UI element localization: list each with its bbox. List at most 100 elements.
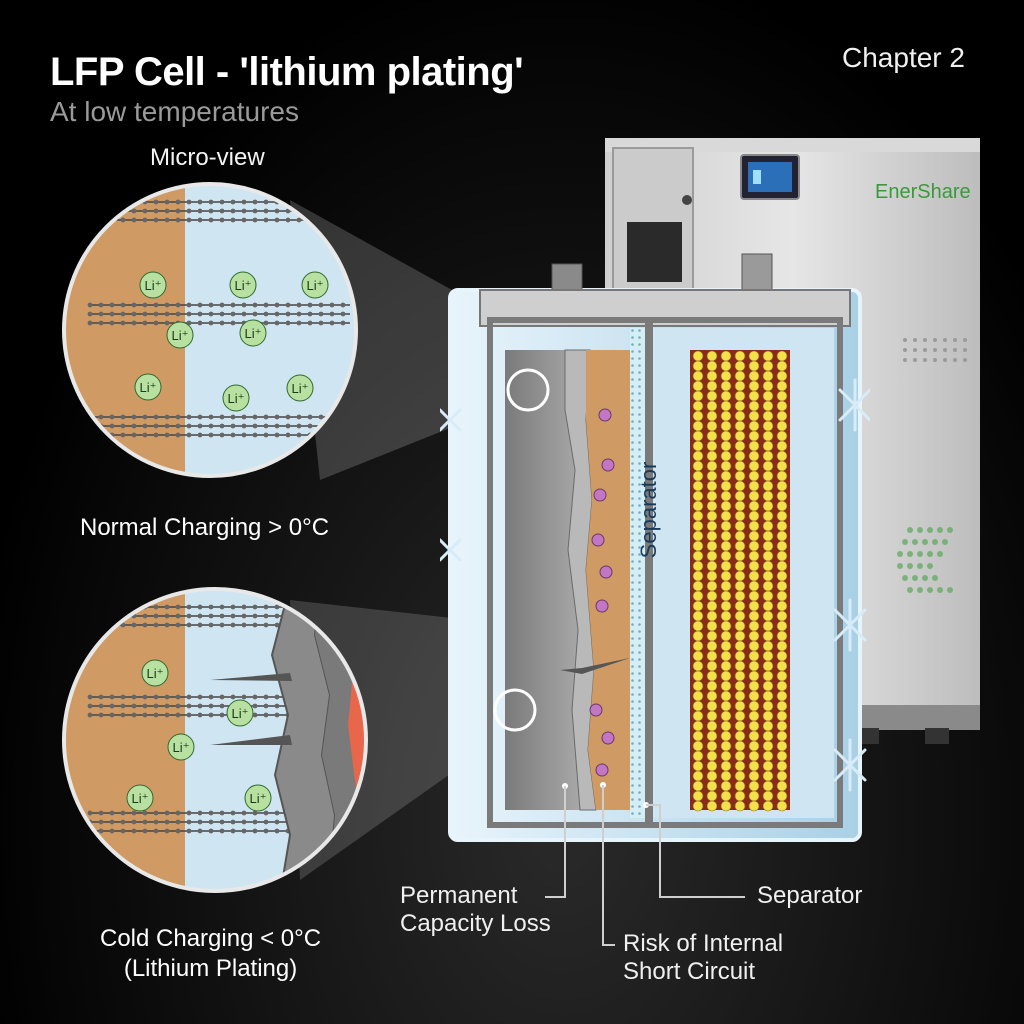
- graphite-atom: [142, 217, 148, 223]
- graphite-atom: [197, 311, 203, 317]
- graphite-atom: [153, 810, 159, 816]
- graphite-atom: [109, 712, 115, 718]
- graphite-atom: [175, 414, 181, 420]
- graphite-atom: [208, 694, 214, 700]
- graphite-atom: [131, 414, 137, 420]
- graphite-atom: [164, 622, 170, 628]
- graphite-atom: [219, 703, 225, 709]
- graphite-atom: [142, 423, 148, 429]
- graphite-atom: [241, 432, 247, 438]
- graphite-atom: [296, 414, 302, 420]
- graphite-atom: [164, 613, 170, 619]
- graphite-atom: [252, 302, 258, 308]
- graphite-atom: [219, 694, 225, 700]
- graphite-atom: [252, 604, 258, 610]
- graphite-atom: [87, 302, 93, 308]
- graphite-atom: [274, 320, 280, 326]
- graphite-atom: [241, 217, 247, 223]
- graphite-atom: [285, 311, 291, 317]
- graphite-atom: [98, 694, 104, 700]
- graphite-atom: [142, 810, 148, 816]
- graphite-atom: [109, 810, 115, 816]
- graphite-atom: [186, 432, 192, 438]
- graphite-atom: [208, 819, 214, 825]
- graphite-atom: [98, 712, 104, 718]
- graphite-atom: [186, 217, 192, 223]
- micro-view-label: Micro-view: [150, 144, 265, 171]
- graphite-atom: [219, 613, 225, 619]
- li-ion-label: Li⁺: [145, 278, 162, 293]
- graphite-atom: [329, 311, 335, 317]
- graphite-atom: [219, 208, 225, 214]
- graphite-atom: [219, 311, 225, 317]
- graphite-atom: [241, 199, 247, 205]
- graphite-atom: [120, 622, 126, 628]
- graphite-atom: [175, 703, 181, 709]
- graphite-atom: [263, 432, 269, 438]
- li-ion-group-normal: Li⁺ Li⁺ Li⁺ Li⁺ Li⁺ Li⁺ Li⁺ Li⁺: [134, 271, 329, 412]
- graphite-atom: [120, 819, 126, 825]
- graphite-atom: [296, 302, 302, 308]
- graphite-atom: [186, 604, 192, 610]
- graphite-atom: [175, 622, 181, 628]
- graphite-atom: [252, 217, 258, 223]
- graphite-atom: [252, 622, 258, 628]
- graphite-atom: [219, 810, 225, 816]
- graphite-atom: [164, 432, 170, 438]
- graphite-atom: [131, 217, 137, 223]
- graphite-atom: [252, 423, 258, 429]
- graphite-atom: [153, 703, 159, 709]
- graphite-atom: [241, 604, 247, 610]
- graphite-atom: [164, 819, 170, 825]
- graphite-atom: [164, 810, 170, 816]
- graphite-atom: [208, 320, 214, 326]
- graphite-atom: [87, 320, 93, 326]
- graphite-atom: [208, 622, 214, 628]
- graphite-atom: [175, 432, 181, 438]
- graphite-atom: [263, 694, 269, 700]
- graphite-atom: [131, 208, 137, 214]
- graphite-atom: [153, 819, 159, 825]
- graphite-atom: [274, 828, 280, 834]
- graphite-atom: [142, 712, 148, 718]
- graphite-atom: [208, 208, 214, 214]
- graphite-atom: [109, 414, 115, 420]
- graphite-atom: [175, 311, 181, 317]
- li-ion-label: Li⁺: [250, 791, 267, 806]
- separator-leader: [646, 804, 745, 898]
- graphite-atom: [186, 302, 192, 308]
- graphite-atom: [131, 828, 137, 834]
- graphite-atom: [307, 302, 313, 308]
- graphite-atom: [87, 311, 93, 317]
- graphite-atom: [230, 694, 236, 700]
- cell-cutaway-illustration: Separator: [438, 253, 872, 842]
- graphite-atom: [340, 302, 346, 308]
- graphite-atom: [153, 320, 159, 326]
- page-subtitle: At low temperatures: [50, 96, 299, 127]
- graphite-atom: [274, 217, 280, 223]
- graphite-atom: [153, 828, 159, 834]
- graphite-atom: [120, 414, 126, 420]
- graphite-atom: [164, 604, 170, 610]
- graphite-atom: [241, 819, 247, 825]
- brand-logo-text: EnerShare: [875, 181, 971, 203]
- graphite-atom: [197, 199, 203, 205]
- chapter-label: Chapter 2: [842, 42, 965, 73]
- graphite-atom: [230, 613, 236, 619]
- graphite-atom: [252, 613, 258, 619]
- graphite-atom: [241, 302, 247, 308]
- graphite-atom: [175, 828, 181, 834]
- graphite-atom: [131, 311, 137, 317]
- li-ion-label: Li⁺: [245, 326, 262, 341]
- graphite-atom: [109, 311, 115, 317]
- graphite-atom: [153, 613, 159, 619]
- graphite-atom: [142, 703, 148, 709]
- graphite-atom: [175, 208, 181, 214]
- graphite-atom: [241, 613, 247, 619]
- graphite-atom: [120, 320, 126, 326]
- graphite-atom: [274, 208, 280, 214]
- graphite-atom: [219, 828, 225, 834]
- graphite-atom: [252, 712, 258, 718]
- graphite-atom: [208, 613, 214, 619]
- graphite-atom: [153, 604, 159, 610]
